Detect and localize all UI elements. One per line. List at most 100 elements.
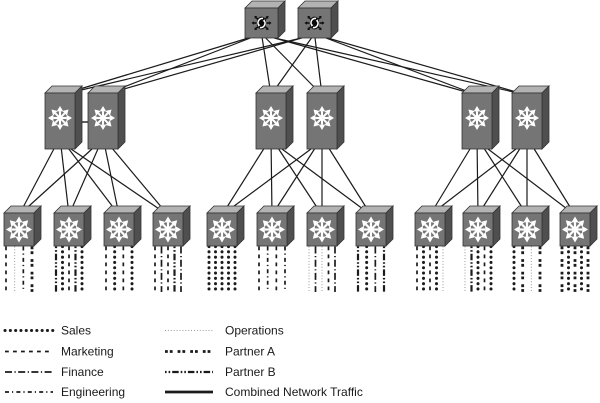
access-switch-4 (152, 205, 191, 247)
distribution-to-access-link (112, 148, 169, 216)
legend-item-marketing: Marketing (5, 345, 114, 359)
traffic-lines-access-12 (560, 245, 590, 294)
layer3-switch-icon (251, 15, 272, 31)
distribution-to-access-link (533, 148, 576, 216)
multilayer-switch-icon (309, 216, 335, 243)
legend-item-combined: Combined Network Traffic (165, 385, 363, 399)
distribution-to-access-link (221, 148, 265, 216)
multilayer-switch-icon (6, 216, 32, 243)
multilayer-switch-icon (310, 106, 334, 130)
access-switch-10 (462, 205, 501, 247)
legend-label-partner-b: Partner B (225, 365, 276, 379)
legend-label-combined: Combined Network Traffic (225, 385, 363, 399)
distribution-to-access-link (271, 148, 316, 216)
distribution-to-access-link (476, 148, 479, 216)
distribution-to-access-link (483, 148, 528, 216)
multilayer-switch-icon (155, 216, 181, 243)
legend-item-partner-b: Partner B (165, 365, 276, 379)
traffic-lines-access-6 (258, 246, 286, 292)
core-to-distribution-link (325, 37, 478, 96)
multilayer-switch-icon (48, 106, 72, 130)
distribution-to-access-link (281, 148, 372, 216)
access-switch-1 (3, 205, 42, 247)
legend-label-marketing: Marketing (61, 345, 114, 359)
multilayer-switch-icon (417, 216, 443, 243)
traffic-lines-access-9 (416, 245, 444, 294)
traffic-lines-access-7 (308, 246, 336, 292)
distribution-switch-6 (511, 85, 550, 150)
access-switch-11 (511, 205, 550, 247)
traffic-lines-access-3 (105, 245, 134, 294)
traffic-lines-access-1 (5, 246, 34, 292)
access-switch-9 (414, 205, 453, 247)
access-switch-7 (306, 205, 345, 247)
multilayer-switch-icon (56, 216, 82, 243)
multilayer-switch-icon (465, 216, 491, 243)
legend-label-finance: Finance (61, 365, 104, 379)
distribution-to-access-link (68, 148, 99, 216)
distribution-to-access-link (270, 148, 273, 216)
core-to-distribution-link (270, 37, 312, 96)
legend-item-partner-a: Partner A (165, 345, 275, 359)
access-switch-8 (355, 205, 394, 247)
core-to-distribution-link (102, 37, 251, 96)
core-to-distribution-link (59, 37, 249, 96)
multilayer-switch-icon (209, 216, 235, 243)
multilayer-switch-icon (465, 106, 489, 130)
distribution-switch-2 (87, 85, 126, 150)
distribution-switch-3 (255, 85, 294, 150)
traffic-lines-access-8 (356, 245, 386, 294)
distribution-to-access-link (278, 148, 323, 216)
distribution-to-access-link (60, 148, 70, 216)
distribution-to-access-link (18, 148, 93, 216)
legend-item-sales: Sales (3, 324, 91, 338)
distribution-to-access-link (104, 148, 120, 216)
legend-item-operations: Operations (165, 324, 284, 338)
access-switch-3 (103, 205, 142, 247)
multilayer-switch-icon (358, 216, 384, 243)
traffic-lines-access-10 (464, 245, 493, 294)
distribution-to-access-link (477, 148, 521, 216)
access-switch-2 (53, 205, 92, 247)
legend-item-finance: Finance (5, 365, 104, 379)
access-switch-12 (559, 205, 598, 247)
distribution-to-access-link (221, 148, 312, 216)
layer3-switch-icon (304, 15, 325, 31)
multilayer-switch-icon (259, 216, 285, 243)
legend-label-operations: Operations (225, 324, 284, 338)
traffic-lines-access-11 (512, 245, 542, 294)
core-to-distribution-link (102, 37, 302, 96)
distribution-to-access-link (18, 148, 55, 216)
multilayer-switch-icon (259, 106, 283, 130)
distribution-to-access-link (328, 148, 372, 216)
access-switch-6 (256, 205, 295, 247)
core-to-distribution-link (274, 37, 478, 96)
traffic-lines-access-2 (54, 245, 84, 294)
core-to-distribution-link (314, 37, 323, 96)
access-switch-5 (206, 205, 245, 247)
uplink-edges (18, 37, 576, 216)
distribution-switch-4 (306, 85, 345, 150)
traffic-flow-lines (5, 245, 590, 294)
legend-item-engineering: Engineering (5, 385, 125, 399)
distribution-to-access-link (68, 148, 120, 216)
core-to-distribution-link (327, 37, 528, 96)
multilayer-switch-icon (562, 216, 588, 243)
distribution-to-access-link (487, 148, 576, 216)
distribution-switch-1 (44, 85, 83, 150)
core-to-distribution-link (59, 37, 302, 96)
multilayer-switch-icon (91, 106, 115, 130)
core-switch-2 (297, 0, 339, 39)
distribution-to-access-link (70, 148, 169, 216)
distribution-to-access-link (429, 148, 517, 216)
multilayer-switch-icon (106, 216, 132, 243)
core-to-distribution-link (265, 37, 323, 96)
distribution-to-access-link (429, 148, 471, 216)
legend-label-engineering: Engineering (61, 385, 125, 399)
traffic-lines-access-4 (154, 246, 182, 292)
multilayer-switch-icon (514, 216, 540, 243)
multilayer-switch-icon (515, 106, 539, 130)
